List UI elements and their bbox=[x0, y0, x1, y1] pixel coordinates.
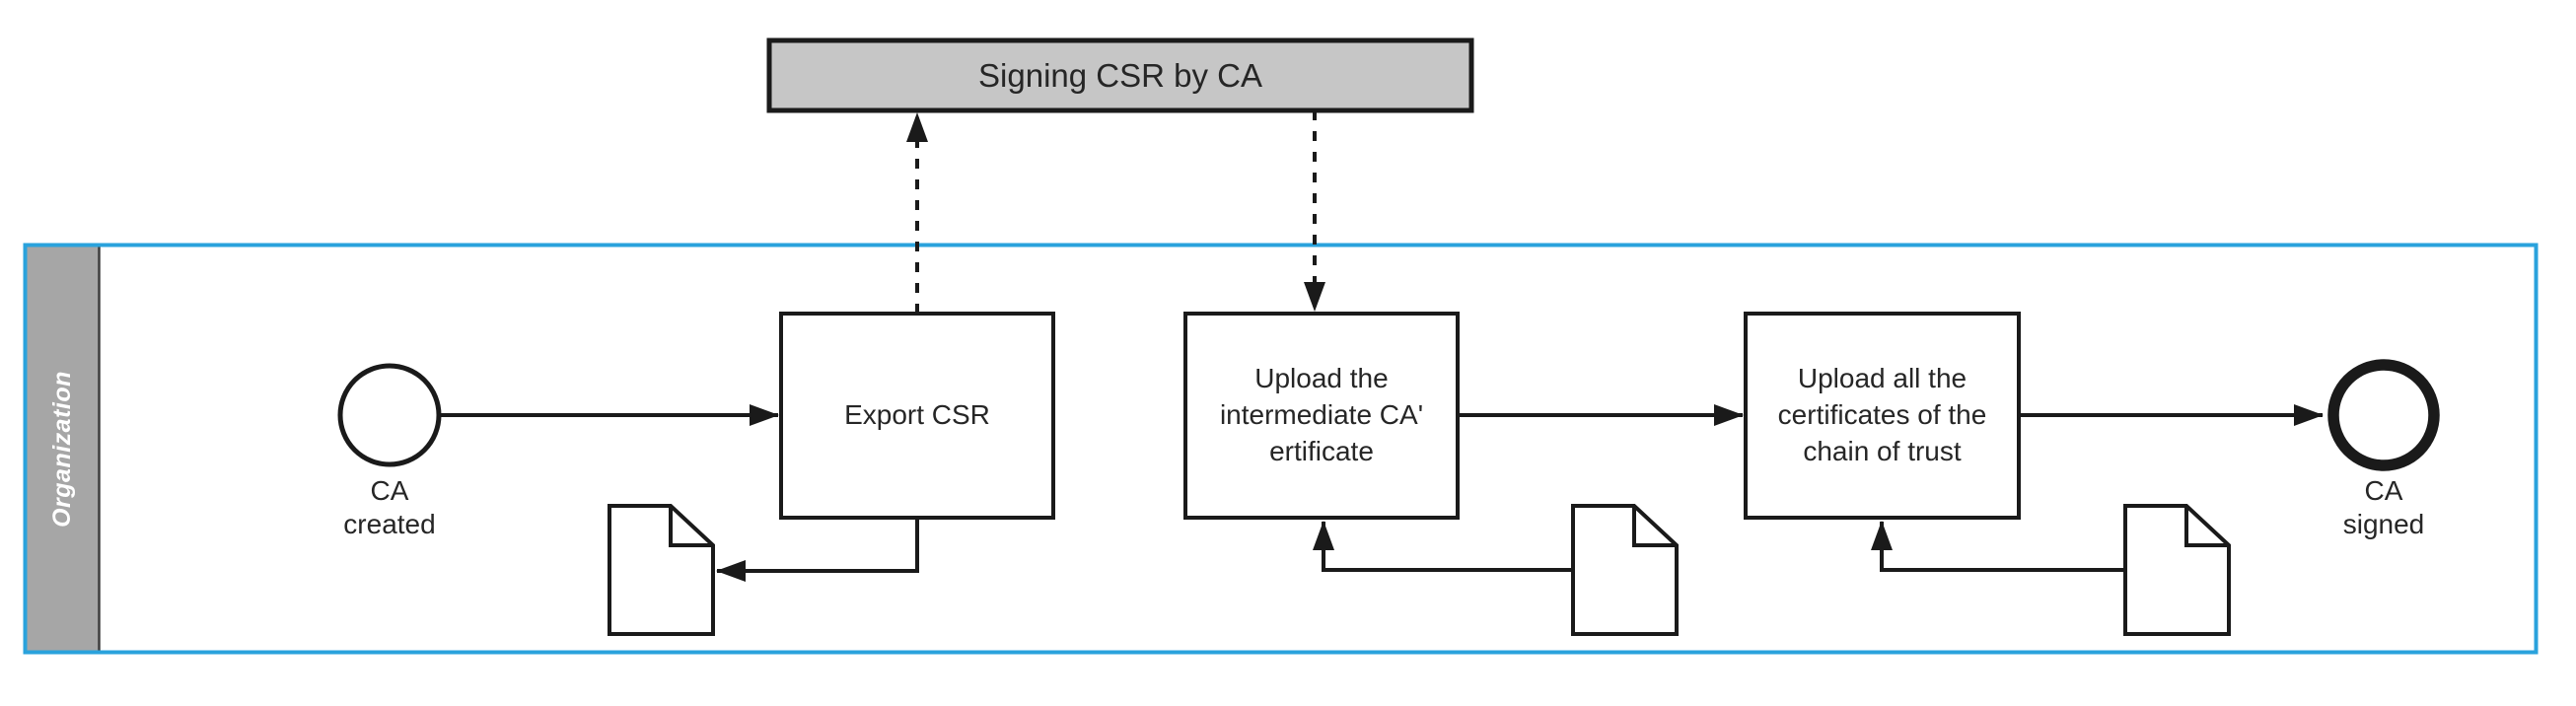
swimlane-header[interactable] bbox=[27, 247, 99, 651]
document-export-csr-icon[interactable] bbox=[608, 504, 715, 636]
node-signing-csr-by-ca[interactable] bbox=[766, 37, 1474, 113]
document-chain-certs-icon[interactable] bbox=[2123, 504, 2231, 636]
document-intermediate-cert-icon[interactable] bbox=[1571, 504, 1679, 636]
node-task-export-csr[interactable] bbox=[779, 312, 1055, 520]
data-flow-document-to-upload-intermediate bbox=[1313, 521, 1573, 572]
node-task-upload-intermediate[interactable] bbox=[1183, 312, 1460, 520]
data-flow-export-to-document bbox=[716, 518, 919, 582]
node-end-event[interactable] bbox=[2327, 359, 2440, 471]
data-flow-document-to-upload-chain bbox=[1871, 521, 2125, 572]
node-start-event[interactable] bbox=[337, 363, 442, 467]
node-task-upload-chain[interactable] bbox=[1744, 312, 2021, 520]
